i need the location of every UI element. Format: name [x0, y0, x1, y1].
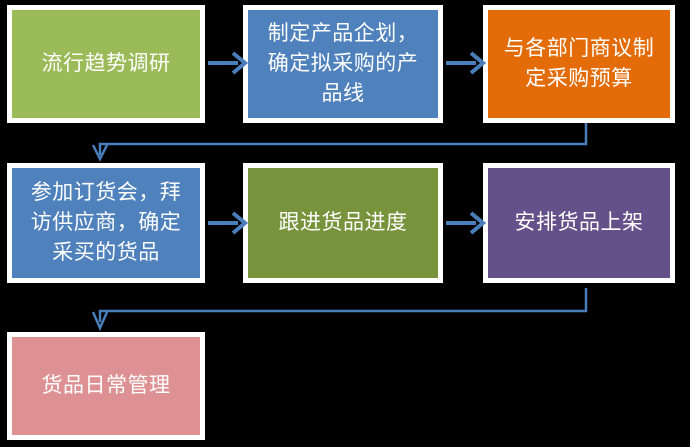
arrow-node1-to-node2: [208, 48, 249, 78]
process-node-2[interactable]: 制定产品企划， 确定拟采购的产 品线: [243, 5, 443, 123]
process-node-2-label: 制定产品企划， 确定拟采购的产 品线: [267, 21, 419, 105]
process-node-4-label: 参加订货会，拜 访供应商，确定 采买的货品: [30, 180, 182, 264]
process-node-6-label: 安排货品上架: [514, 210, 644, 235]
process-node-7-label: 货品日常管理: [41, 373, 171, 398]
arrow-node4-to-node5: [208, 208, 249, 238]
process-node-5-label: 跟进货品进度: [278, 210, 408, 235]
arrow-node3-to-node4: [90, 123, 595, 163]
process-node-4[interactable]: 参加订货会，拜 访供应商，确定 采买的货品: [7, 163, 205, 283]
arrow-node2-to-node3: [446, 48, 487, 78]
process-node-5[interactable]: 跟进货品进度: [243, 163, 443, 283]
process-node-3[interactable]: 与各部门商议制 定采购预算: [483, 5, 675, 123]
arrow-node6-to-node7: [90, 288, 595, 334]
process-node-7[interactable]: 货品日常管理: [7, 332, 205, 440]
process-node-6[interactable]: 安排货品上架: [483, 163, 675, 283]
process-node-1[interactable]: 流行趋势调研: [7, 5, 205, 123]
arrow-node5-to-node6: [446, 208, 487, 238]
process-node-1-label: 流行趋势调研: [41, 51, 171, 76]
process-node-3-label: 与各部门商议制 定采购预算: [503, 36, 655, 90]
